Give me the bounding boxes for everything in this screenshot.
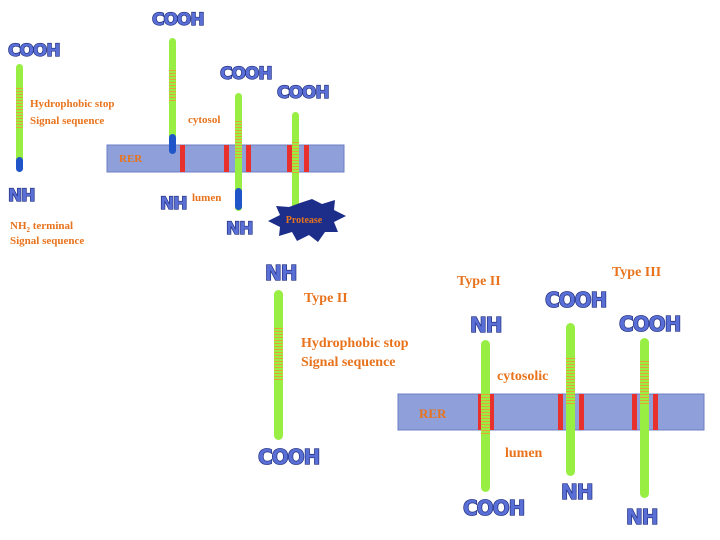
bottom-rer-label: RER — [419, 406, 447, 421]
top-protein-1 — [16, 64, 23, 172]
middle-protein — [274, 290, 283, 440]
nh2-signal-sequence-label: Signal sequence — [10, 235, 84, 247]
top-cooh-1: COOH — [8, 41, 60, 61]
top-nh-1: NH — [8, 186, 34, 206]
bottom-protein-3 — [640, 338, 649, 498]
bottom-type-iii-label: Type III — [612, 265, 661, 280]
bottom-nh-top: NH — [470, 313, 501, 337]
top-protein-4 — [292, 112, 299, 212]
middle-cooh: COOH — [258, 445, 319, 469]
top-lumen-label: lumen — [192, 192, 221, 204]
top-cooh-3: COOH — [220, 64, 272, 84]
bottom-membrane-red-bands — [478, 394, 658, 430]
bottom-lumen-label: lumen — [505, 446, 543, 461]
middle-signal-sequence-label: Signal sequence — [301, 355, 396, 370]
bottom-nh-bottom-1: NH — [561, 480, 592, 504]
top-protein-3 — [235, 93, 242, 211]
protease-star — [268, 199, 346, 242]
top-rer-label: RER — [119, 153, 143, 165]
top-membrane-red-bands — [180, 145, 309, 172]
middle-type-ii-label: Type II — [304, 291, 348, 306]
top-cooh-4: COOH — [277, 83, 329, 103]
top-protein-2 — [169, 38, 176, 154]
top-nh-2: NH — [160, 194, 186, 214]
top-hydrophobic-stop-label: Hydrophobic stop — [30, 98, 114, 110]
bottom-cooh-bottom: COOH — [463, 496, 524, 520]
bottom-type-ii-label: Type II — [457, 274, 501, 289]
bottom-protein-2 — [566, 323, 575, 476]
bottom-cooh-top-2: COOH — [619, 312, 680, 336]
nh2-terminal-label: NH2 terminal — [10, 220, 73, 234]
bottom-nh-bottom-2: NH — [626, 505, 657, 529]
top-nh-3: NH — [226, 219, 252, 239]
protease-label: Protease — [286, 215, 323, 226]
bottom-cytosolic-label: cytosolic — [497, 369, 548, 384]
top-signal-sequence-label: Signal sequence — [30, 115, 104, 127]
bottom-protein-1 — [481, 340, 490, 492]
middle-hydrophobic-stop-label: Hydrophobic stop — [301, 336, 409, 351]
top-cytosol-label: cytosol — [188, 114, 220, 126]
bottom-cooh-top-1: COOH — [545, 288, 606, 312]
middle-nh: NH — [265, 261, 296, 285]
top-cooh-2: COOH — [152, 10, 204, 30]
